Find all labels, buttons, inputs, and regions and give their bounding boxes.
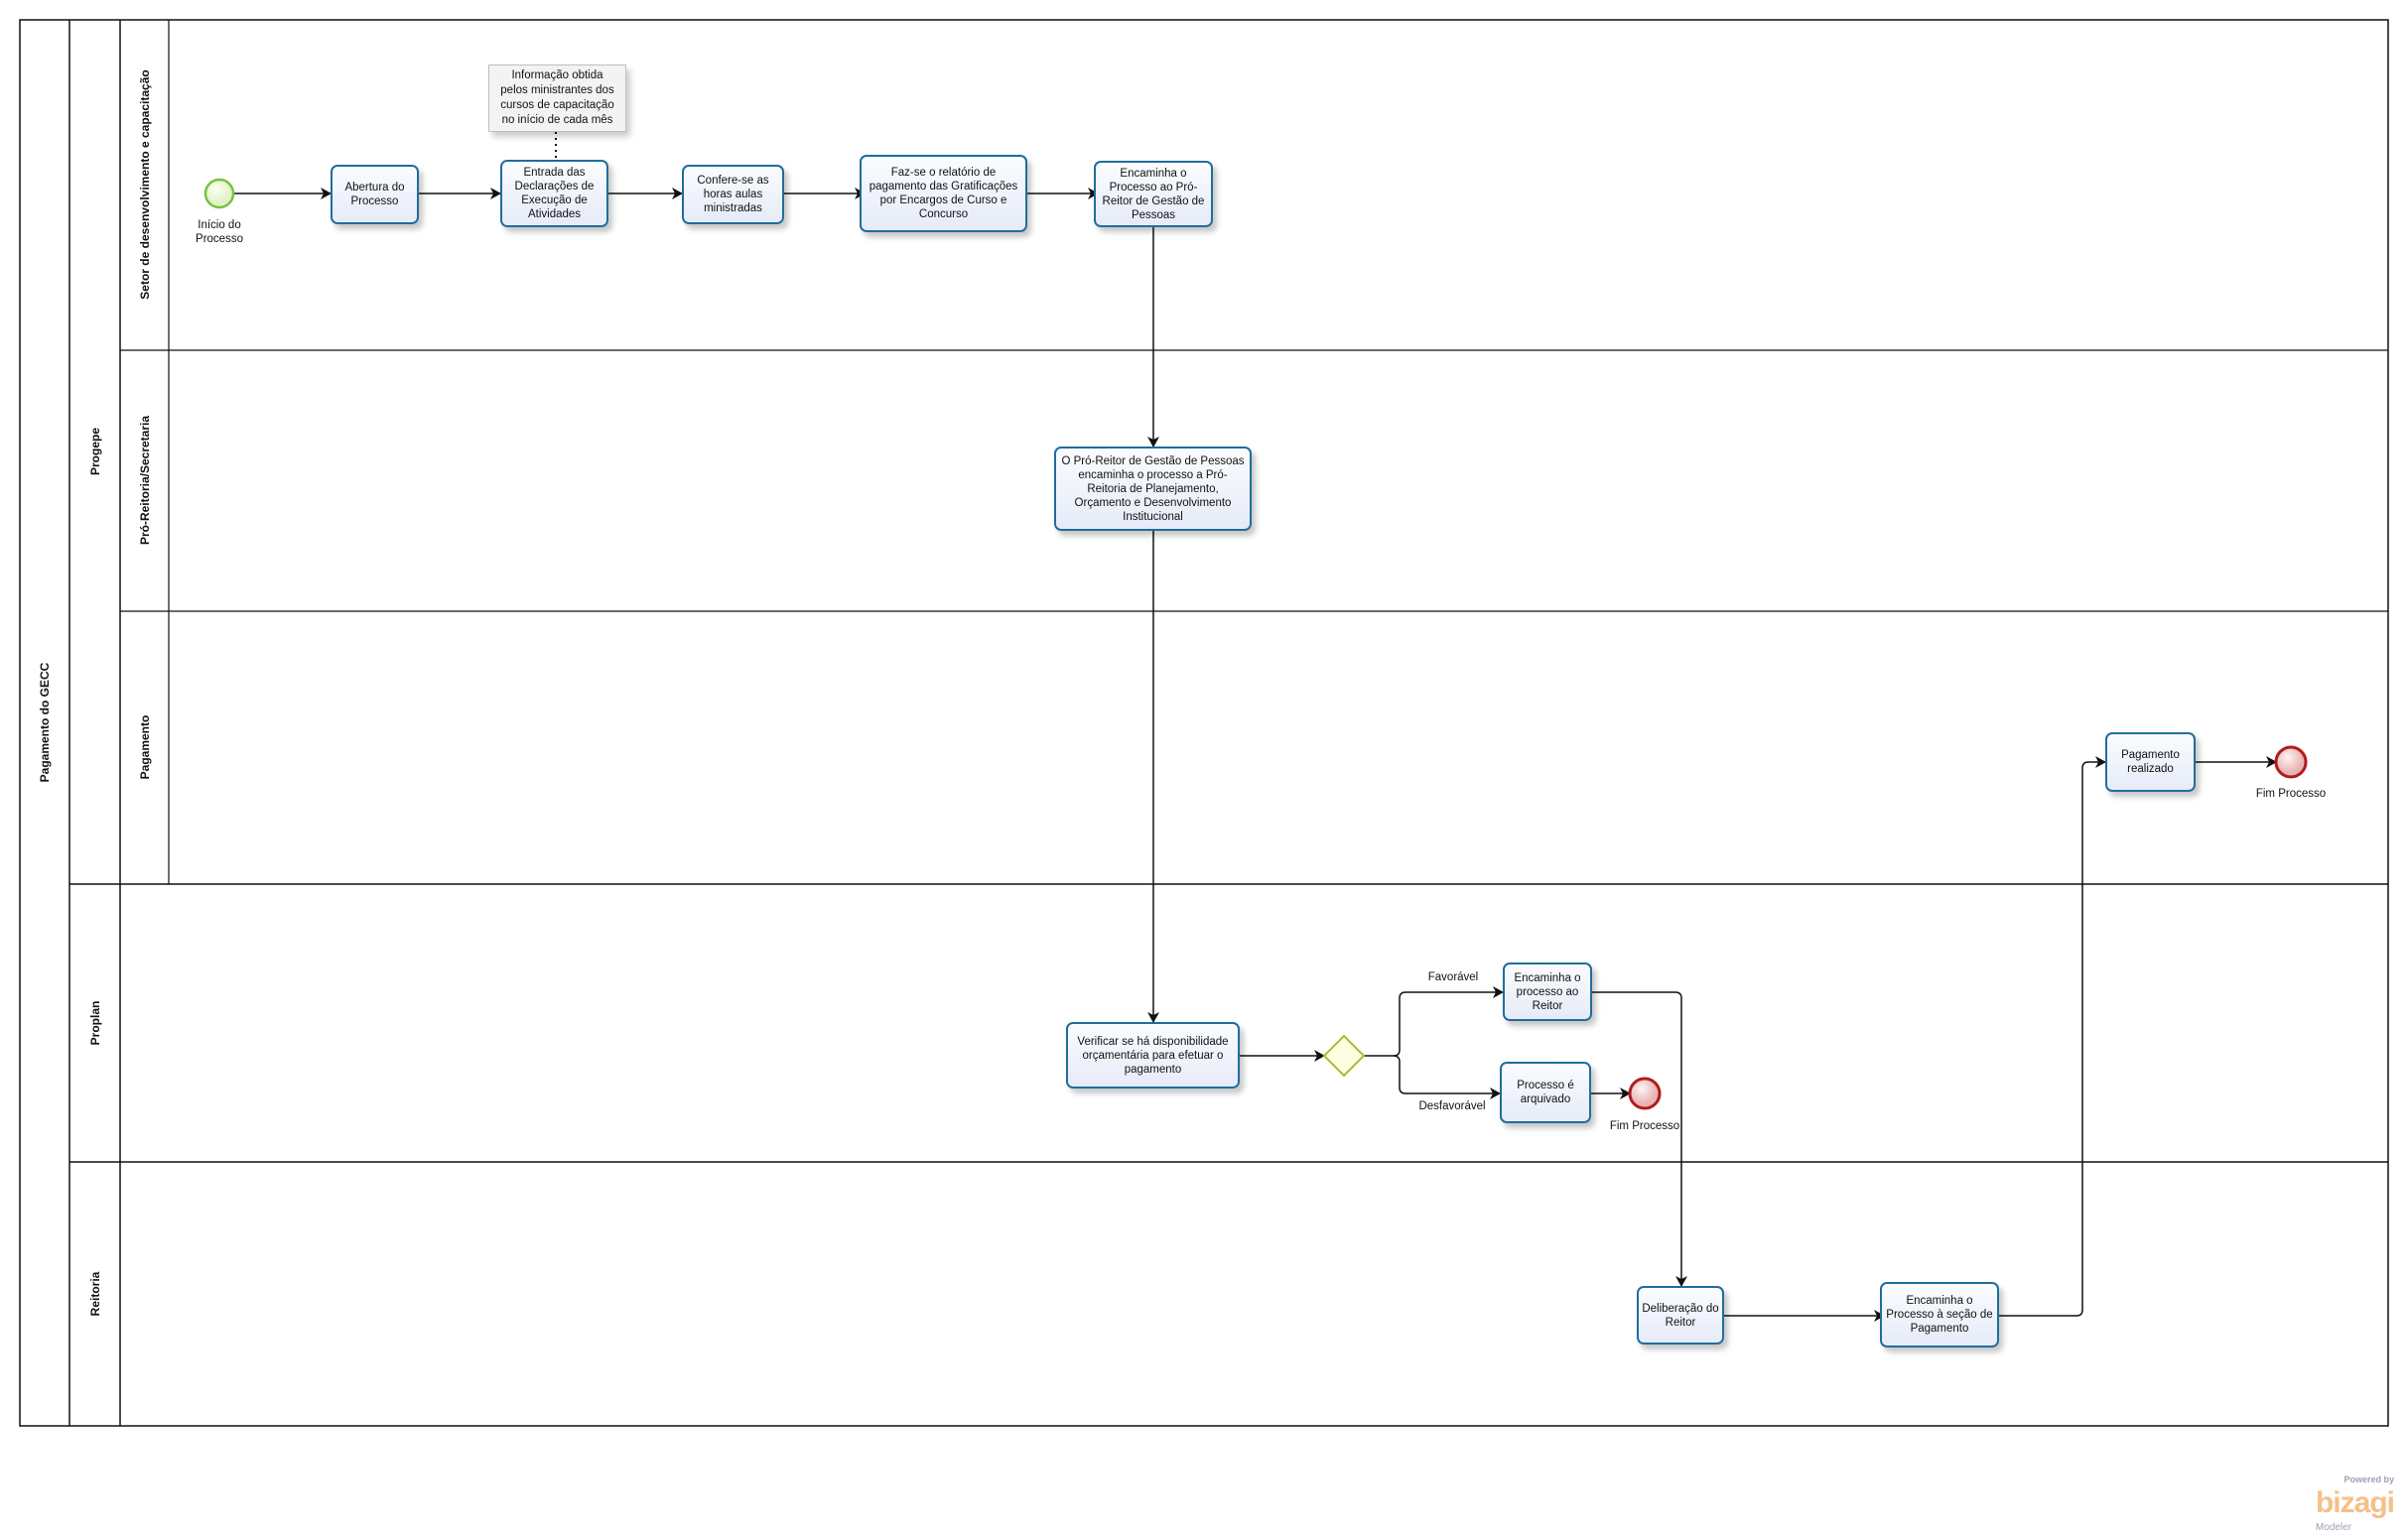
lane-label-setor: Setor de desenvolvimento e capacitação	[138, 69, 152, 300]
pool-label: Pagamento do GECC	[38, 662, 52, 783]
end-event-icon[interactable]	[2274, 745, 2308, 779]
product-name: Modeler	[2315, 1522, 2352, 1533]
sequence-flows	[234, 132, 2277, 1322]
powered-by-text: Powered by	[2343, 1474, 2394, 1484]
exclusive-gateway-icon[interactable]	[1322, 1034, 1366, 1078]
task-verificar-disponibilidade[interactable]: Verificar se há disponibilidade orçament…	[1066, 1022, 1240, 1089]
flow-label-desfavoravel: Desfavorável	[1418, 1100, 1486, 1112]
task-pro-reitor-encaminha[interactable]: O Pró-Reitor de Gestão de Pessoas encami…	[1054, 447, 1252, 531]
task-encaminha-secao-pagamento[interactable]: Encaminha o Processo à seção de Pagament…	[1880, 1282, 1999, 1347]
pool-lanes	[19, 19, 2389, 1427]
task-deliberacao-reitor[interactable]: Deliberação do Reitor	[1637, 1286, 1724, 1345]
task-abertura[interactable]: Abertura do Processo	[331, 165, 419, 224]
bizagi-logo: Powered by bizagi Modeler	[2315, 1474, 2395, 1534]
task-encaminha-pro-reitor[interactable]: Encaminha o Processo ao Pró- Reitor de G…	[1094, 161, 1213, 227]
start-event-label: Início do Processo	[196, 219, 243, 245]
brand-name: bizagi	[2315, 1486, 2395, 1519]
task-confere-horas[interactable]: Confere-se as horas aulas ministradas	[682, 165, 784, 224]
task-encaminha-reitor[interactable]: Encaminha o processo ao Reitor	[1503, 962, 1592, 1021]
task-relatorio-pagamento[interactable]: Faz-se o relatório de pagamento das Grat…	[860, 155, 1027, 232]
start-event-icon[interactable]	[203, 178, 235, 209]
lane-label-proplan: Proplan	[88, 1000, 102, 1046]
end-event-icon[interactable]	[1628, 1077, 1662, 1110]
task-processo-arquivado[interactable]: Processo é arquivado	[1500, 1062, 1591, 1123]
task-entrada-declaracoes[interactable]: Entrada das Declarações de Execução de A…	[500, 160, 608, 227]
flow-label-favoravel: Favorável	[1427, 971, 1479, 983]
end-event-label: Fim Processo	[1609, 1120, 1680, 1132]
text-annotation[interactable]: Informação obtida pelos ministrantes dos…	[488, 64, 626, 132]
lane-label-progepe: Progepe	[88, 427, 102, 476]
lane-label-reitoria: Reitoria	[88, 1271, 102, 1317]
task-pagamento-realizado[interactable]: Pagamento realizado	[2105, 732, 2196, 792]
lane-label-pro-reitoria: Pró-Reitoria/Secretaria	[138, 415, 152, 546]
lane-label-pagamento: Pagamento	[138, 714, 152, 780]
end-event-label: Fim Processo	[2255, 788, 2327, 800]
